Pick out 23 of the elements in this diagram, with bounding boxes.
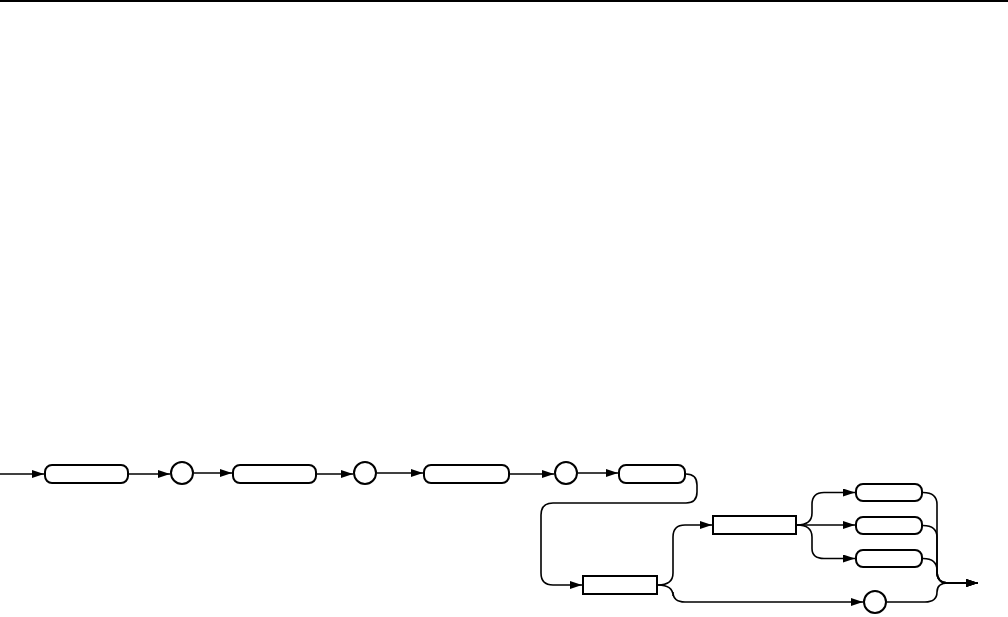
- arrow: [193, 469, 233, 477]
- rounded-box: [855, 549, 923, 568]
- arrow: [886, 579, 979, 603]
- arrow: [316, 470, 354, 478]
- rounded-box: [855, 483, 923, 502]
- arrow: [128, 470, 171, 478]
- circle: [353, 461, 377, 485]
- circle: [863, 590, 887, 614]
- rectangle-box: [582, 575, 658, 595]
- rounded-box: [423, 464, 510, 484]
- rounded-box: [232, 464, 317, 484]
- arrow: [657, 584, 864, 606]
- rounded-box: [618, 464, 686, 484]
- arrow: [376, 469, 424, 477]
- circle: [170, 461, 194, 485]
- arrow: [796, 524, 856, 563]
- arrow: [577, 469, 619, 477]
- rounded-box: [855, 516, 923, 535]
- arrow: [0, 470, 45, 478]
- arrow: [509, 470, 555, 478]
- rounded-box: [44, 464, 129, 484]
- rectangle-box: [712, 515, 797, 535]
- circle: [554, 461, 578, 485]
